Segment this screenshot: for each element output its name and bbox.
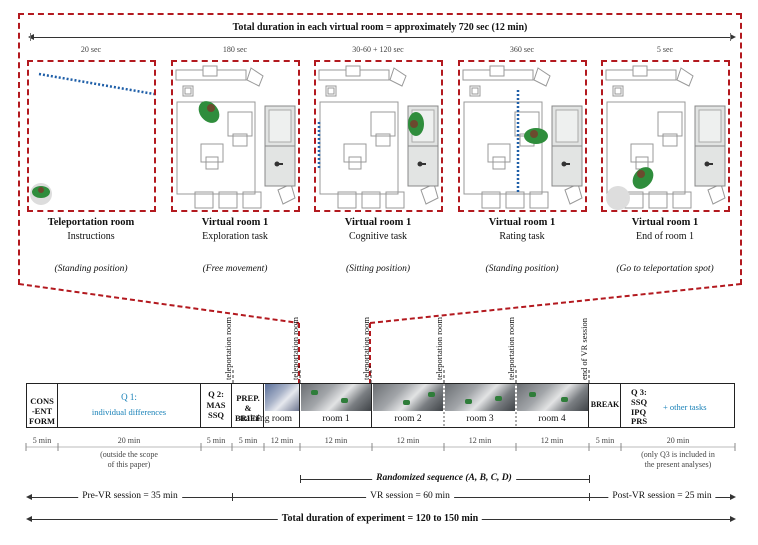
room-2-photo <box>373 384 443 411</box>
panel-1-duration: 180 sec <box>222 45 248 54</box>
room-4-cell <box>516 383 589 427</box>
panel-2-task: Cognitive task <box>348 231 408 242</box>
panel-3-title: Virtual room 1 <box>488 217 556 228</box>
panel-4-task: End of room 1 <box>635 231 695 242</box>
path-line <box>38 72 154 96</box>
dur-break: 5 min <box>595 436 615 445</box>
panel-1-position: (Free movement) <box>202 264 268 274</box>
panel-0-task: Instructions <box>67 231 115 242</box>
dur-room2: 12 min <box>396 436 420 445</box>
panel-2-duration: 30-60 + 120 sec <box>352 45 404 54</box>
panel-4-floorplan <box>601 60 730 212</box>
pre-vr-session-label: Pre-VR session = 35 min <box>78 491 182 501</box>
dur-q3: 20 min <box>666 436 690 445</box>
panel-4-title: Virtual room 1 <box>631 217 699 228</box>
panel-3-task: Rating task <box>499 231 545 242</box>
panel-2-position: (Sitting position) <box>345 264 411 274</box>
panel-3-duration: 360 sec <box>509 45 535 54</box>
room-4-label: room 4 <box>538 414 566 424</box>
dur-q1: 20 min <box>117 436 141 445</box>
dur-consent: 5 min <box>32 436 52 445</box>
panel-3-position: (Standing position) <box>485 264 559 274</box>
q1-cell: Q 1: individual differences <box>58 383 201 427</box>
panel-4-position: (Go to teleportation spot) <box>616 264 714 274</box>
total-duration-label: Total duration of experiment = 120 to 15… <box>277 513 483 524</box>
room-1-photo <box>301 384 371 411</box>
dur-room3: 12 min <box>468 436 492 445</box>
room-4-photo <box>517 384 588 411</box>
room-detail-frame <box>18 13 742 285</box>
room-3-label: room 3 <box>466 414 494 424</box>
room-3-photo <box>445 384 515 411</box>
panel-0-floorplan <box>27 60 156 212</box>
training-room-cell <box>264 383 300 427</box>
dur-room4: 12 min <box>540 436 564 445</box>
room-1-cell <box>300 383 372 427</box>
panel-2-floorplan <box>314 60 443 212</box>
panel-0-position: (Standing position) <box>54 264 128 274</box>
panel-2-title: Virtual room 1 <box>344 217 412 228</box>
panel-1-floorplan <box>171 60 300 212</box>
panel-1-task: Exploration task <box>202 231 268 242</box>
panel-3-floorplan <box>458 60 587 212</box>
panel-0-title: Teleportation room <box>47 217 135 228</box>
dur-room1: 12 min <box>324 436 348 445</box>
vr-session-label: VR session = 60 min <box>366 491 454 501</box>
dur-q2: 5 min <box>206 436 226 445</box>
timeline-bottom-border <box>26 427 735 428</box>
timeline-top-border <box>26 383 735 384</box>
room-2-label: room 2 <box>394 414 422 424</box>
panel-4-duration: 5 sec <box>656 45 674 54</box>
break-cell: BREAK <box>589 383 621 427</box>
training-room-label: training room <box>240 414 292 424</box>
room-duration-title: Total duration in each virtual room = ap… <box>229 22 531 33</box>
panel-1-title: Virtual room 1 <box>201 217 269 228</box>
post-vr-session-label: Post-VR session = 25 min <box>608 491 716 501</box>
dur-training: 12 min <box>270 436 294 445</box>
room-duration-arrow <box>30 37 731 38</box>
training-room-photo <box>265 384 299 411</box>
prep-brief-cell: PREP.&BRIEF <box>232 383 264 427</box>
room-1-label: room 1 <box>322 414 350 424</box>
dur-prep: 5 min <box>238 436 258 445</box>
panel-0-duration: 20 sec <box>80 45 102 54</box>
randomized-sequence-label: Randomized sequence (A, B, C, D) <box>372 473 516 483</box>
